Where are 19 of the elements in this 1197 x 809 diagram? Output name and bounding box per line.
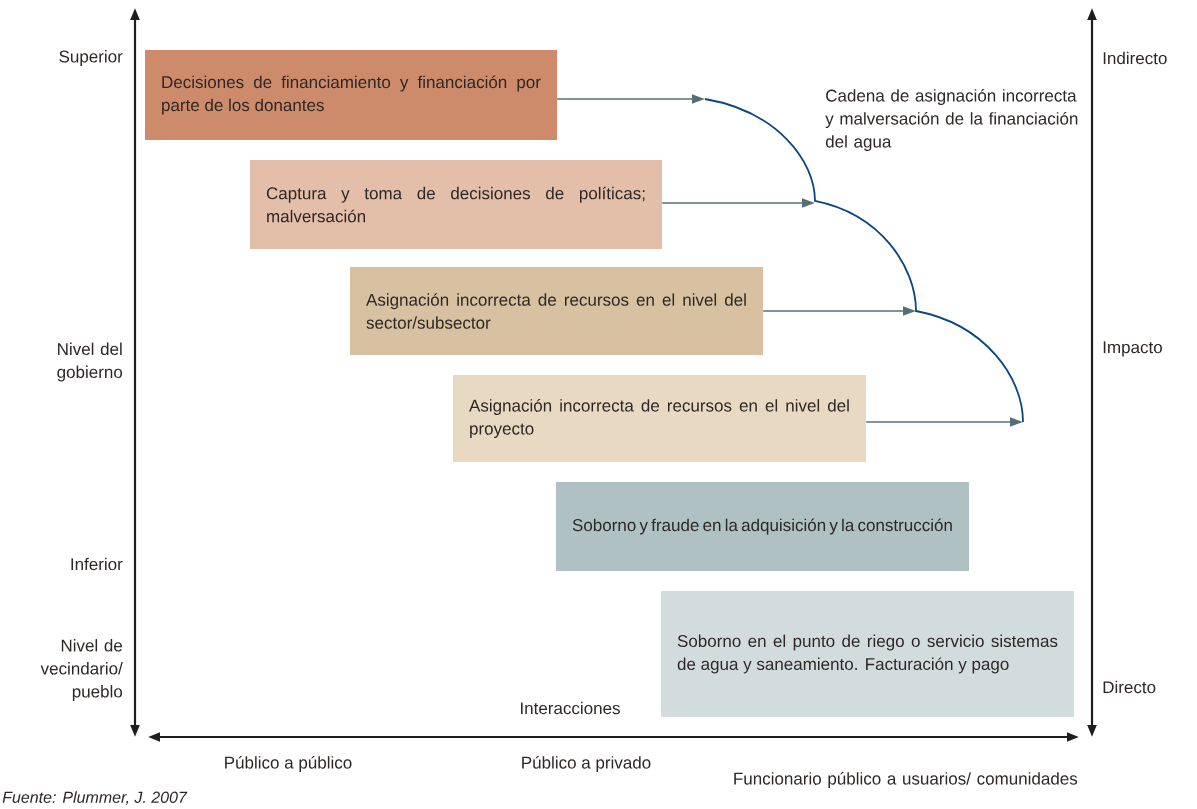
text-box: Soborno en el punto de riego o servicio sistemas de agua y saneamiento. Facturación y pago: [661, 591, 1074, 717]
axis-label: Nivel de vecindario/ pueblo: [40, 639, 123, 701]
text-box: Decisiones de financiamiento y financiación por parte de los donantes: [145, 50, 557, 140]
axis-label: Impacto: [1103, 341, 1162, 357]
caption: Fuente: Plummer, J. 2007: [2, 791, 188, 805]
axis-label: Público a público: [225, 756, 352, 772]
axis-label: Nivel del gobierno: [57, 342, 123, 382]
text-box: Captura y toma de decisiones de políticas; malversación: [250, 160, 662, 249]
axis-label: Funcionario público a usuarios/ comunidades: [734, 772, 1078, 788]
axis-label: Inferior: [71, 557, 123, 571]
text-box: Soborno y fraude en la adquisición y la construcción: [556, 482, 969, 571]
text-box: Asignación incorrecta de recursos en el nivel del sector/subsector: [350, 267, 763, 355]
axis-label: Interacciones: [521, 701, 620, 715]
axis-label: Cadena de asignación incorrecta y malversación de la financiación del agua: [825, 88, 1078, 151]
axis-label: Directo: [1103, 680, 1156, 694]
axis-label: Indirecto: [1103, 51, 1167, 65]
axis-label: Público a privado: [522, 756, 651, 772]
text-box: Asignación incorrecta de recursos en el nivel del proyecto: [453, 375, 866, 462]
axis-label: Superior: [59, 50, 123, 66]
